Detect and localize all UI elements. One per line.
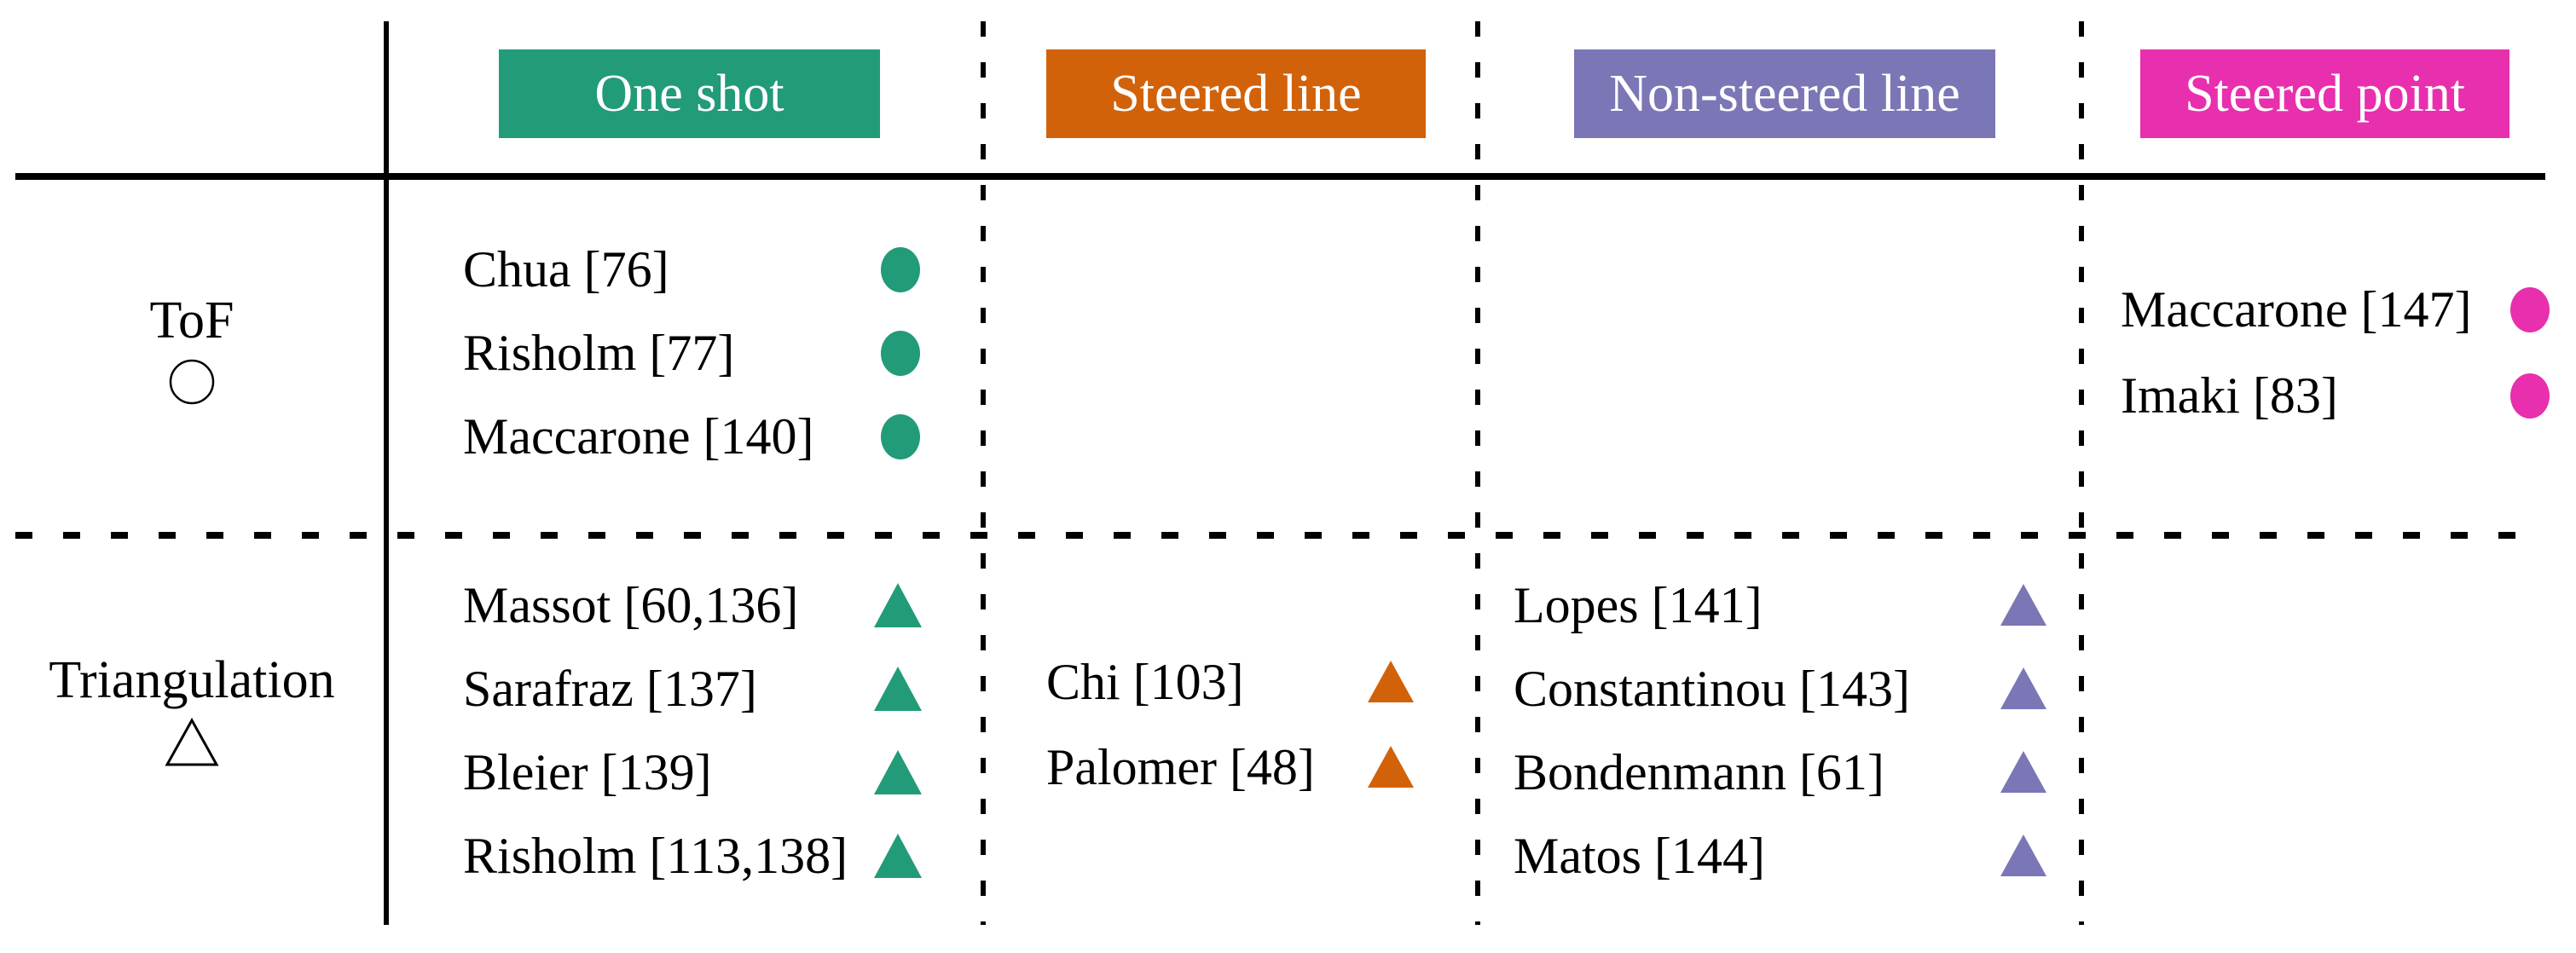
filled-circle-icon	[881, 413, 920, 459]
reference-entry: Risholm [113,138]	[463, 814, 923, 898]
reference-label: Bondenmann [61]	[1514, 743, 1884, 800]
reference-label: Risholm [113,138]	[463, 827, 848, 884]
reference-entry: Chua [76]	[463, 228, 921, 311]
row-label-tof: ToF	[0, 292, 384, 406]
filled-circle-icon	[2510, 287, 2550, 332]
filled-circle-icon	[881, 330, 920, 376]
reference-entry: Risholm [77]	[463, 311, 921, 395]
filled-triangle-icon	[874, 833, 922, 878]
reference-entry: Massot [60,136]	[463, 563, 923, 647]
column-header-one-shot-label: One shot	[594, 64, 784, 123]
filled-triangle-icon	[1368, 746, 1414, 788]
filled-triangle-icon	[2000, 751, 2046, 793]
reference-entry: Matos [144]	[1514, 814, 2048, 898]
reference-label: Chua [76]	[463, 240, 669, 297]
tof-triangulation-divider-dashed-line	[15, 532, 2545, 539]
reference-label: Sarafraz [137]	[463, 660, 757, 717]
row-label-triangulation: Triangulation	[0, 651, 384, 767]
reference-entry: Imaki [83]	[2121, 353, 2550, 439]
reference-label: Imaki [83]	[2121, 367, 2338, 424]
reference-entry: Bondenmann [61]	[1514, 731, 2048, 814]
reference-label: Constantinou [143]	[1514, 660, 1910, 717]
column-header-non-steered-line-label: Non-steered line	[1609, 64, 1960, 123]
filled-circle-icon	[2510, 373, 2550, 419]
reference-entry: Lopes [141]	[1514, 563, 2048, 647]
reference-entry: Sarafraz [137]	[463, 647, 923, 731]
filled-triangle-icon	[874, 749, 922, 794]
cell-triangulation-one-shot: Massot [60,136] Sarafraz [137] Bleier [1…	[463, 563, 923, 898]
column-divider-dashed-line-2	[1475, 21, 1480, 925]
row-label-tof-text: ToF	[149, 292, 234, 349]
filled-triangle-icon	[874, 666, 922, 711]
reference-label: Matos [144]	[1514, 827, 1765, 884]
open-triangle-icon	[165, 718, 219, 766]
reference-label: Chi [103]	[1046, 653, 1244, 710]
reference-label: Maccarone [140]	[463, 407, 814, 465]
reference-label: Risholm [77]	[463, 324, 735, 381]
column-divider-dashed-line-3	[2079, 21, 2084, 925]
filled-circle-icon	[881, 246, 920, 292]
column-divider-dashed-line-1	[981, 21, 986, 925]
reference-entry: Maccarone [140]	[463, 395, 921, 478]
reference-label: Massot [60,136]	[463, 576, 799, 633]
column-header-one-shot: One shot	[499, 49, 880, 138]
column-header-steered-point-label: Steered point	[2185, 64, 2465, 123]
reference-label: Bleier [139]	[463, 743, 712, 800]
column-header-non-steered-line: Non-steered line	[1574, 49, 1995, 138]
filled-triangle-icon	[2000, 835, 2046, 876]
header-divider-line	[15, 173, 2545, 180]
column-header-steered-line: Steered line	[1046, 49, 1426, 138]
reference-entry: Bleier [139]	[463, 731, 923, 814]
reference-entry: Palomer [48]	[1046, 725, 1415, 810]
open-circle-icon	[169, 359, 215, 405]
reference-label: Palomer [48]	[1046, 738, 1315, 795]
reference-entry: Constantinou [143]	[1514, 647, 2048, 731]
filled-triangle-icon	[874, 582, 922, 627]
cell-triangulation-non-steered-line: Lopes [141] Constantinou [143] Bondenman…	[1514, 563, 2048, 898]
filled-triangle-icon	[2000, 667, 2046, 709]
reference-entry: Chi [103]	[1046, 639, 1415, 725]
cell-tof-steered-point: Maccarone [147] Imaki [83]	[2121, 267, 2550, 439]
filled-triangle-icon	[1368, 661, 1414, 702]
reference-label: Lopes [141]	[1514, 576, 1763, 633]
row-label-divider-line	[384, 21, 389, 925]
row-label-triangulation-text: Triangulation	[49, 651, 335, 709]
column-header-steered-point: Steered point	[2140, 49, 2509, 138]
reference-label: Maccarone [147]	[2121, 281, 2472, 338]
column-header-steered-line-label: Steered line	[1110, 64, 1362, 123]
cell-tof-one-shot: Chua [76] Risholm [77] Maccarone [140]	[463, 228, 921, 478]
filled-triangle-icon	[2000, 584, 2046, 626]
cell-triangulation-steered-line: Chi [103] Palomer [48]	[1046, 639, 1415, 810]
reference-entry: Maccarone [147]	[2121, 267, 2550, 353]
